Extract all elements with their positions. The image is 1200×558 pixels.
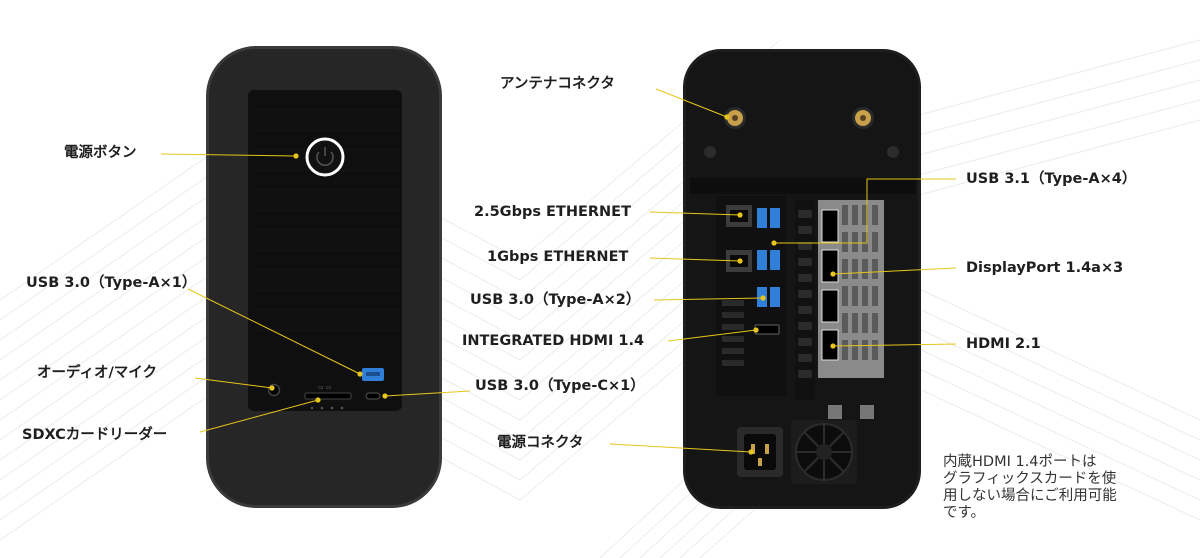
hdmi21-port-icon (821, 329, 839, 361)
power-button-icon[interactable] (305, 137, 345, 177)
label-power-connector: 電源コネクタ (497, 435, 584, 451)
label-integrated-hdmi: INTEGRATED HDMI 1.4 (462, 333, 645, 349)
sd-slot-icon (304, 392, 352, 400)
rear-device (683, 49, 921, 509)
label-power-button: 電源ボタン (64, 145, 137, 161)
front-device: ▭ ▭ (206, 46, 442, 508)
fan-icon (791, 420, 857, 484)
label-usb30-typea-front: USB 3.0（Type-A×1） (26, 275, 197, 291)
label-ethernet-25g: 2.5Gbps ETHERNET (474, 204, 631, 220)
svg-text:▭ ▭: ▭ ▭ (318, 384, 331, 391)
power-connector-icon (737, 427, 783, 477)
label-usb31: USB 3.1（Type-A×4） (966, 171, 1137, 187)
label-sdxc-reader: SDXCカードリーダー (22, 427, 168, 443)
label-usb30-typea-rear: USB 3.0（Type-A×2） (470, 292, 641, 308)
label-ethernet-1g: 1Gbps ETHERNET (487, 249, 629, 265)
label-audio-mic: オーディオ/マイク (37, 365, 157, 381)
integrated-hdmi-icon (754, 324, 780, 335)
leader-lines (160, 88, 957, 455)
audio-jack-icon (267, 383, 281, 397)
usb-c-port-icon (365, 392, 381, 400)
integrated-hdmi-note: 内蔵HDMI 1.4ポートは グラフィックスカードを使 用しない場合にご利用可能… (943, 454, 1117, 521)
displayport-icon (821, 209, 839, 323)
label-hdmi21: HDMI 2.1 (966, 336, 1041, 352)
label-usb30-typec: USB 3.0（Type-C×1） (475, 378, 645, 394)
antenna-connector-icon (724, 107, 874, 129)
label-displayport: DisplayPort 1.4a×3 (966, 260, 1124, 276)
label-antenna-connector: アンテナコネクタ (500, 76, 615, 92)
